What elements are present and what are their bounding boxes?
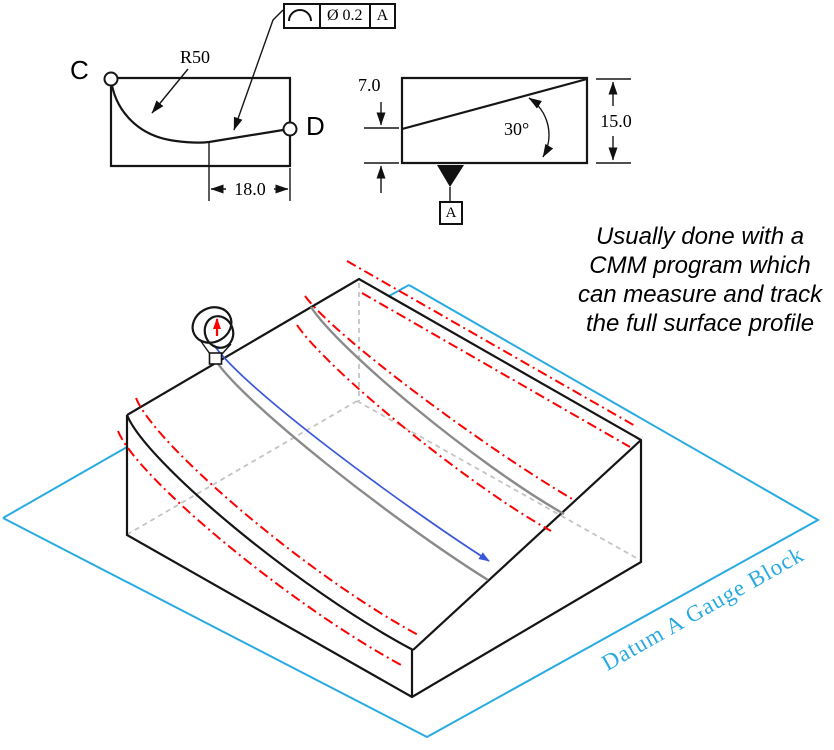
point-c-label: C: [70, 55, 89, 85]
offset-dimension: 7.0: [358, 75, 381, 95]
cmm-probe-path: [213, 344, 490, 562]
surface-section-curves: [215, 306, 565, 582]
side-view: [364, 76, 631, 201]
height-dimension: 15.0: [594, 111, 638, 132]
annotation-line: the full surface profile: [585, 310, 815, 337]
annotation-line: can measure and track: [577, 281, 823, 308]
profile-of-surface-icon: [285, 5, 319, 27]
angle-arc: [528, 97, 554, 158]
cmm-annotation: Usually done with a CMM program which ca…: [550, 222, 834, 338]
datum-triangle-icon: [437, 165, 464, 187]
tolerance-zone-boundaries: [117, 260, 638, 667]
annotation-line: Usually done with a: [595, 223, 805, 250]
block-edges: [125, 277, 643, 699]
fcf-tolerance-value: Ø 0.2: [319, 5, 369, 27]
radius-dimension: R50: [180, 47, 211, 67]
cmm-probe-icon: [191, 306, 235, 365]
fcf-datum-reference: A: [368, 5, 395, 27]
annotation-line: CMM program which: [589, 252, 811, 279]
feature-control-frame: Ø 0.2 A: [283, 3, 397, 29]
datum-a-flag: A: [439, 201, 463, 225]
profile-view: [103, 9, 298, 201]
datum-a-letter: A: [445, 204, 457, 221]
angle-dimension: 30°: [504, 119, 530, 139]
gauge-block-plane: [2, 284, 821, 739]
point-d-marker: [282, 121, 298, 137]
radius-leader: [151, 68, 189, 114]
point-d-label: D: [306, 111, 325, 141]
fcf-leader: [233, 9, 284, 131]
width-dimension: 18.0: [226, 179, 274, 200]
point-c-marker: [103, 71, 119, 87]
